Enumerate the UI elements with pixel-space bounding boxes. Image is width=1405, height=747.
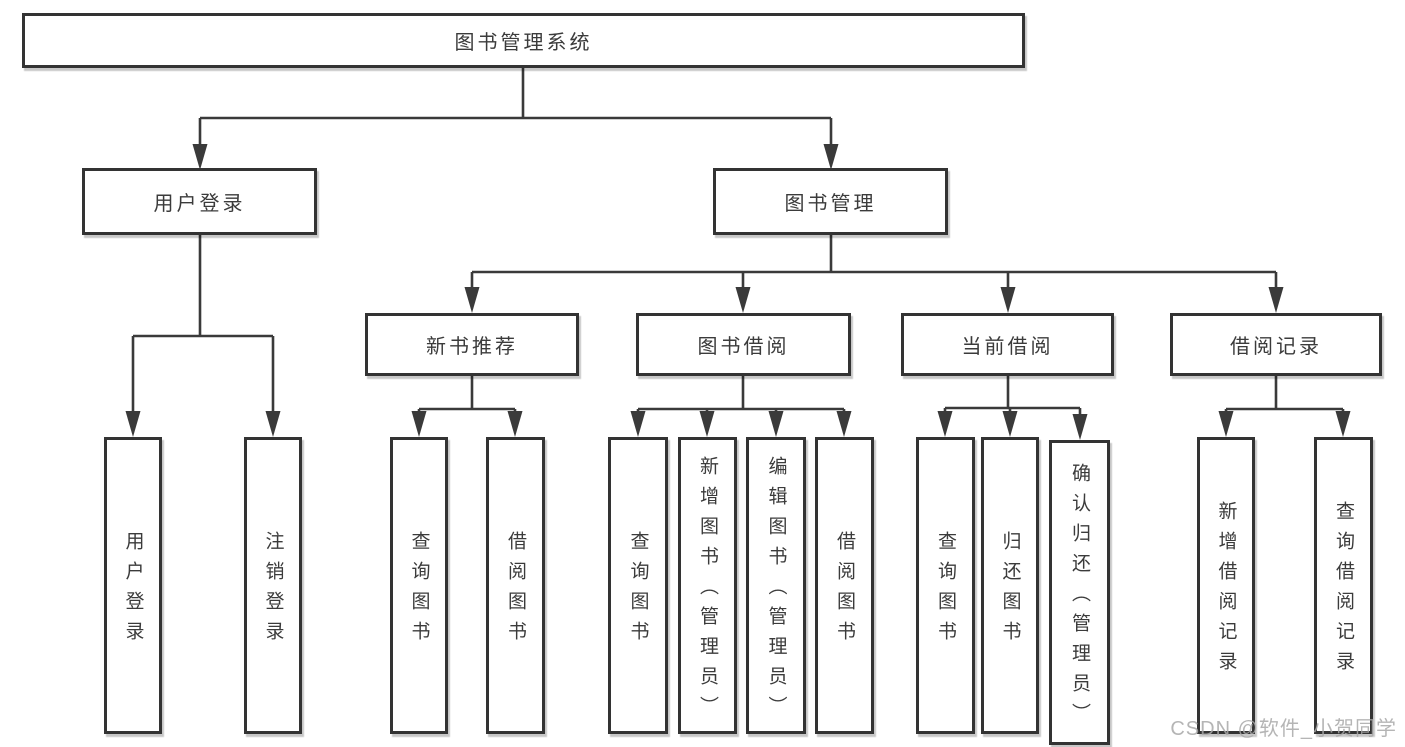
leaf-label: 用户登录 [122, 531, 144, 651]
leaf-label: 编辑图书（管理员） [765, 456, 787, 726]
leaf-label: 查询图书 [935, 531, 956, 651]
node-label: 用户登录 [153, 193, 246, 215]
leaf-return-books: 归还图书 [981, 437, 1039, 734]
leaf-query-borrow-record: 查询借阅记录 [1314, 437, 1373, 734]
leaf-confirm-return-admin: 确认归还（管理员） [1049, 440, 1110, 745]
leaf-label: 注销登录 [262, 531, 284, 651]
leaf-add-borrow-record: 新增借阅记录 [1197, 437, 1255, 734]
node-label: 借阅记录 [1230, 336, 1322, 358]
node-label: 新书推荐 [426, 336, 518, 358]
leaf-add-books-admin: 新增图书（管理员） [678, 437, 737, 734]
leaf-query-books-recommend: 查询图书 [390, 437, 448, 734]
connector-user-login-branch [125, 235, 281, 437]
leaf-user-login: 用户登录 [104, 437, 162, 734]
leaf-label: 借阅图书 [505, 531, 526, 651]
connector-new-book-recommend-branch [411, 376, 523, 437]
leaf-query-books-current: 查询图书 [916, 437, 975, 734]
node-label: 图书管理 [784, 193, 877, 215]
leaf-label: 新增借阅记录 [1215, 501, 1237, 681]
leaf-label: 查询图书 [627, 531, 649, 651]
node-label: 当前借阅 [961, 336, 1054, 358]
node-label: 图书管理系统 [454, 32, 593, 54]
node-new-book-recommend: 新书推荐 [365, 313, 579, 376]
leaf-borrow-books-recommend: 借阅图书 [486, 437, 545, 734]
node-user-login-module: 用户登录 [82, 168, 317, 235]
leaf-label: 查询借阅记录 [1333, 501, 1354, 681]
node-borrowing-records: 借阅记录 [1170, 313, 1382, 376]
node-book-borrowing: 图书借阅 [636, 313, 851, 376]
leaf-label: 归还图书 [999, 531, 1021, 651]
node-book-management-module: 图书管理 [713, 168, 948, 235]
node-library-management-system: 图书管理系统 [22, 13, 1025, 68]
leaf-borrow-books-borrowing: 借阅图书 [815, 437, 874, 734]
connector-borrowing-records-branch [1218, 376, 1351, 437]
node-label: 图书借阅 [697, 336, 790, 358]
node-current-borrowing: 当前借阅 [901, 313, 1114, 376]
leaf-edit-books-admin: 编辑图书（管理员） [746, 437, 806, 734]
leaf-logout: 注销登录 [244, 437, 302, 734]
connector-current-borrowing-branch [937, 376, 1088, 440]
connector-book-management-branch [464, 235, 1284, 313]
csdn-watermark: CSDN @软件_小贺同学 [1170, 718, 1397, 740]
connector-root-to-level2 [192, 68, 839, 170]
connector-book-borrowing-branch [630, 376, 852, 437]
leaf-label: 借阅图书 [834, 531, 855, 651]
leaf-query-books-borrowing: 查询图书 [608, 437, 668, 734]
leaf-label: 查询图书 [408, 531, 430, 651]
leaf-label: 新增图书（管理员） [697, 456, 718, 726]
leaf-label: 确认归还（管理员） [1069, 463, 1090, 733]
